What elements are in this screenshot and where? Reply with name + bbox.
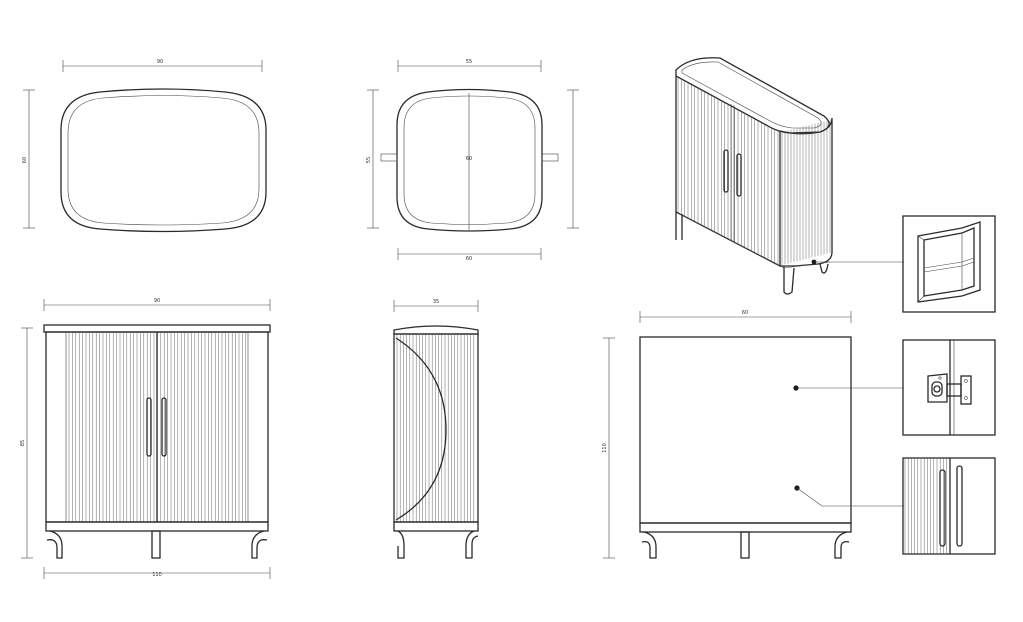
dim-section-width: 55 bbox=[466, 59, 472, 65]
side-elevation: 35 bbox=[393, 299, 479, 559]
isometric-view bbox=[675, 57, 904, 295]
detail-handle bbox=[902, 457, 996, 555]
dim-front-bottom: 110 bbox=[152, 572, 162, 578]
rear-elevation: 60 110 bbox=[602, 310, 904, 559]
side-flutes bbox=[396, 334, 475, 522]
dim-rear-height: 110 bbox=[602, 443, 608, 453]
front-left-handle bbox=[146, 397, 152, 457]
iso-side-flutes bbox=[781, 120, 831, 265]
front-right-handle bbox=[161, 397, 167, 457]
dim-section-bottom: 60 bbox=[466, 256, 472, 262]
dim-side-depth: 35 bbox=[433, 299, 439, 305]
dim-rear-width: 60 bbox=[742, 310, 748, 316]
iso-front-flutes bbox=[677, 78, 779, 265]
dim-front-height: 85 bbox=[20, 440, 26, 446]
dim-section-center: 60 bbox=[466, 156, 472, 162]
dim-front-width: 90 bbox=[154, 298, 160, 304]
detail-hinge bbox=[902, 339, 996, 436]
iso-left-handle bbox=[723, 149, 729, 193]
front-elevation: 90 85 110 bbox=[20, 298, 271, 579]
front-flutes bbox=[68, 332, 247, 522]
iso-right-handle bbox=[736, 153, 742, 197]
dim-top-depth: 60 bbox=[22, 157, 28, 163]
detail-shelf bbox=[902, 215, 996, 313]
section-plan-view: 55 55 60 60 bbox=[366, 59, 579, 262]
top-plan-view: 90 60 bbox=[22, 59, 267, 233]
dim-top-width: 90 bbox=[157, 59, 163, 65]
dim-section-depth: 55 bbox=[366, 157, 372, 163]
